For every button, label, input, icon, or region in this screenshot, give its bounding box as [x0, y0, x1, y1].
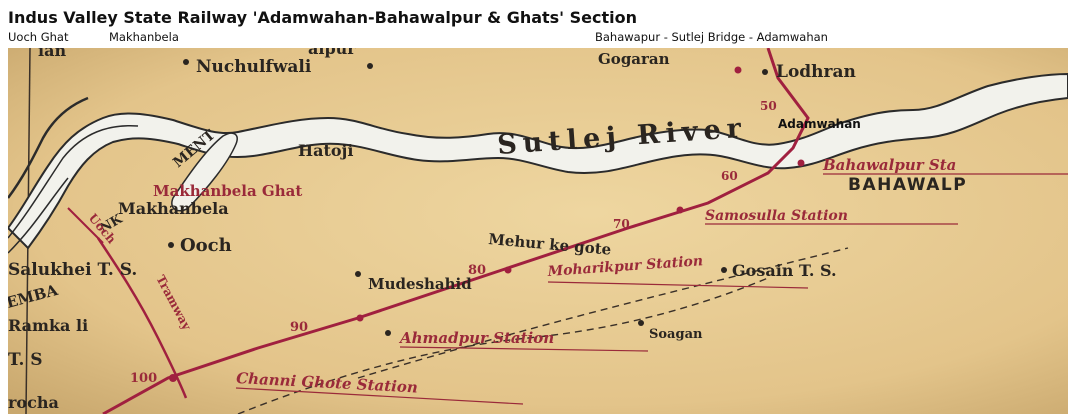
label-lodhran: Lodhran — [776, 62, 856, 82]
road-dashed-2 — [237, 277, 769, 414]
caption-makhanbela: Makhanbela — [109, 30, 179, 44]
map-svg: Sutlej River Adamwahan ian alpur Nuchulf… — [8, 48, 1068, 414]
label-bahawalp: BAHAWALP — [848, 175, 967, 195]
tramway-line — [96, 237, 188, 399]
milepost-80: 80 — [468, 263, 486, 278]
page-title: Indus Valley State Railway 'Adamwahan-Ba… — [8, 8, 638, 27]
milepost-50: 50 — [760, 99, 777, 113]
station-marker — [676, 206, 684, 214]
place-dot — [367, 63, 373, 69]
milepost-60: 60 — [721, 169, 738, 183]
underline-ahmadpur — [399, 346, 649, 352]
river-island — [171, 132, 238, 212]
milepost-70: 70 — [613, 217, 630, 231]
place-dot — [721, 267, 727, 273]
river-side-channel — [8, 96, 89, 199]
label-partial-top: alpur — [308, 48, 356, 58]
label-samosulla: Samosulla Station — [705, 208, 848, 224]
label-ts: T. S — [8, 350, 43, 370]
label-adamwahan: Adamwahan — [778, 117, 861, 131]
station-marker — [504, 266, 512, 274]
label-bahawalpur-sta: Bahawalpur Sta — [822, 156, 956, 174]
header: Indus Valley State Railway 'Adamwahan-Ba… — [0, 0, 1070, 48]
place-dot — [762, 69, 768, 75]
label-rocha: rocha — [8, 393, 59, 412]
underline-moharikpur — [547, 281, 809, 289]
station-marker — [169, 374, 177, 382]
tramway-branch — [67, 207, 104, 244]
label-partial-top-left: ian — [38, 48, 66, 60]
label-makhanbela: Makhanbela — [118, 199, 229, 218]
label-salukhei: Salukhei T. S. — [8, 260, 137, 280]
map-paper — [8, 48, 1068, 414]
place-dot — [385, 330, 391, 336]
label-hatoji: Hatoji — [298, 141, 353, 160]
caption-bridge: Bahawapur - Sutlej Bridge - Adamwahan — [595, 30, 828, 44]
label-ramkali: Ramka li — [8, 316, 88, 335]
label-gosain: Gosain T. S. — [732, 261, 837, 280]
place-dot — [168, 242, 174, 248]
station-marker — [797, 159, 805, 167]
map-image: Sutlej River Adamwahan ian alpur Nuchulf… — [8, 48, 1068, 414]
river-bank-line — [8, 124, 139, 239]
label-soagan: Soagan — [649, 327, 703, 342]
place-dot — [183, 59, 189, 65]
label-makhanbela-ghat: Makhanbela Ghat — [153, 182, 302, 200]
underline-channi — [235, 387, 524, 405]
station-marker — [734, 66, 742, 74]
label-mudeshahid: Mudeshahid — [368, 275, 472, 293]
place-dot — [638, 320, 644, 326]
river-bank-line-2 — [8, 177, 69, 254]
milepost-90: 90 — [290, 320, 308, 335]
milepost-100: 100 — [130, 371, 157, 386]
place-dot — [355, 271, 361, 277]
road-dashed-1 — [357, 247, 849, 379]
label-ooch: Ooch — [180, 235, 232, 256]
river-sutlej — [8, 72, 1068, 250]
station-marker — [356, 314, 364, 322]
caption-uoch-ghat: Uoch Ghat — [8, 30, 69, 44]
label-nuchulfwali: Nuchulfwali — [196, 57, 312, 77]
railway-line — [102, 48, 810, 414]
label-gogaran: Gogaran — [598, 50, 670, 68]
label-ahmadpur: Ahmadpur Station — [398, 329, 554, 347]
